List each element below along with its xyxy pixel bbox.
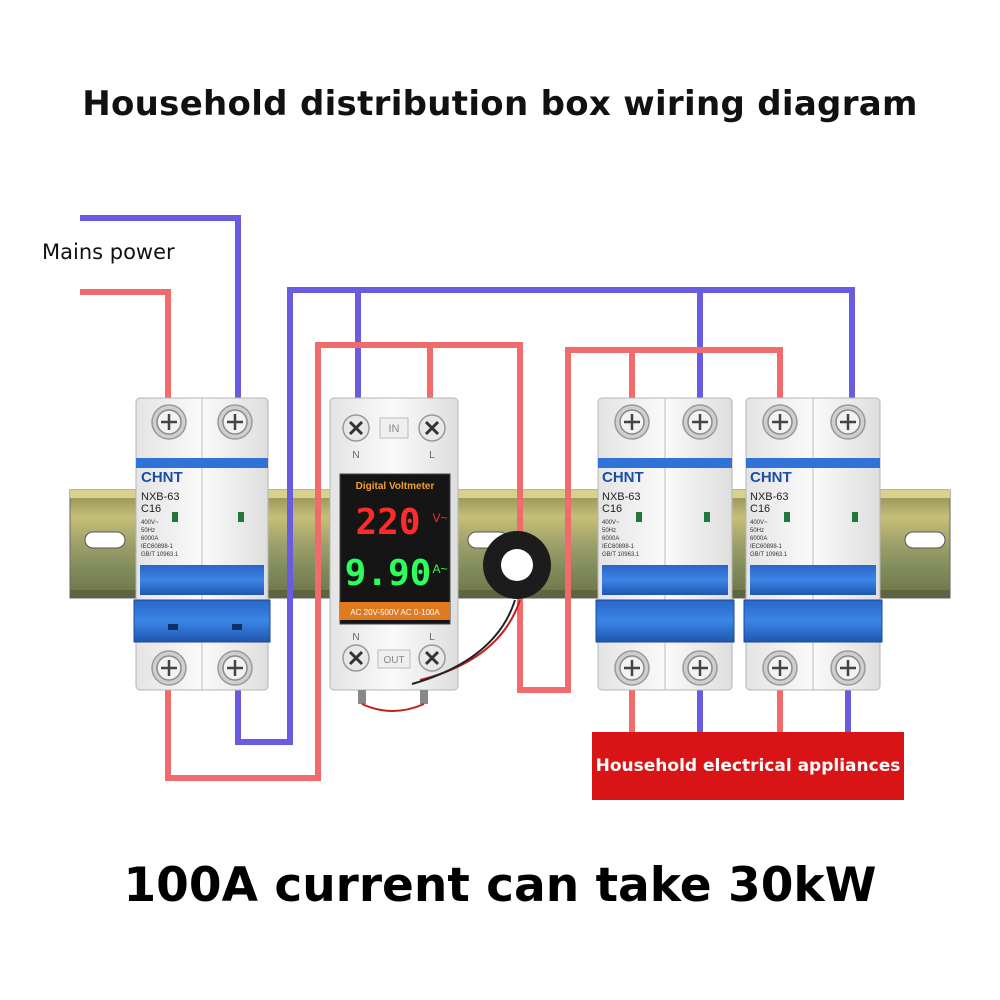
branch2-handle-top[interactable] (750, 565, 876, 595)
meter-title: Digital Voltmeter (356, 481, 435, 492)
diagram-title: Household distribution box wiring diagra… (82, 84, 918, 124)
branch2-spec3: 6000A (750, 536, 767, 542)
voltage-reading: 220 (355, 502, 420, 543)
meter-l-top: L (429, 450, 435, 461)
meter-range-label: AC 20V-500V AC 0-100A (350, 608, 440, 617)
wires (80, 215, 855, 781)
branch1-spec2: 50Hz (602, 528, 616, 534)
mains-power-label: Mains power (42, 240, 175, 264)
branch1-spec5: GB/T 10963.1 (602, 552, 640, 558)
branch1-spec3: 6000A (602, 536, 619, 542)
main-breaker-handle-top[interactable] (140, 565, 264, 595)
branch1-toggle[interactable] (595, 599, 735, 643)
branch-breaker-2: CHNT NXB-63 C16 400V~ 50Hz 6000A IEC6089… (743, 397, 883, 691)
capacity-caption: 100A current can take 30kW (123, 858, 877, 913)
main-breaker-spec5: GB/T 10963.1 (141, 552, 179, 558)
neutral-bus-wire (235, 287, 855, 745)
branch2-toggle[interactable] (743, 599, 883, 643)
current-transformer-ring (411, 531, 551, 685)
branch1-brand: CHNT (602, 469, 644, 486)
branch2-spec2: 50Hz (750, 528, 764, 534)
meter-in-label: IN (389, 423, 400, 435)
branch-breaker-1: CHNT NXB-63 C16 400V~ 50Hz 6000A IEC6089… (595, 397, 735, 691)
branch1-model: NXB-63 (602, 491, 641, 503)
breaker-out-live-wire (165, 342, 783, 781)
main-breaker: CHNT NXB-63 C16 400V~ 50Hz 6000A IEC6089… (133, 397, 271, 691)
main-breaker-model: NXB-63 (141, 491, 180, 503)
main-breaker-spec4: IEC60898-1 (141, 544, 174, 550)
meter-out-label: OUT (383, 655, 404, 666)
branch1-handle-top[interactable] (602, 565, 728, 595)
main-breaker-toggle[interactable] (133, 599, 271, 643)
main-breaker-spec1: 400V~ (141, 520, 159, 526)
meter-n-top: N (352, 450, 359, 461)
branch2-spec5: GB/T 10963.1 (750, 552, 788, 558)
main-breaker-spec2: 50Hz (141, 528, 155, 534)
branch2-rating: C16 (750, 503, 770, 515)
branch2-spec1: 400V~ (750, 520, 768, 526)
mains-neutral-wire (80, 215, 241, 410)
branch1-spec1: 400V~ (602, 520, 620, 526)
branch2-spec4: IEC60898-1 (750, 544, 783, 550)
appliances-label: Household electrical appliances (592, 732, 904, 800)
main-breaker-spec3: 6000A (141, 536, 158, 542)
current-reading: 9.90 (345, 553, 432, 594)
mains-live-wire (80, 289, 171, 410)
meter-n-bottom: N (352, 632, 359, 643)
branch1-spec4: IEC60898-1 (602, 544, 635, 550)
main-breaker-rating: C16 (141, 503, 161, 515)
branch2-brand: CHNT (750, 469, 792, 486)
meter-l-bottom: L (429, 632, 435, 643)
voltage-unit: V~ (432, 511, 447, 525)
main-breaker-brand: CHNT (141, 469, 183, 486)
current-unit: A~ (432, 562, 447, 576)
branch1-rating: C16 (602, 503, 622, 515)
branch2-model: NXB-63 (750, 491, 789, 503)
digital-voltmeter: IN N L Digital Voltmeter 220 V~ 9.90 A~ … (329, 397, 459, 712)
